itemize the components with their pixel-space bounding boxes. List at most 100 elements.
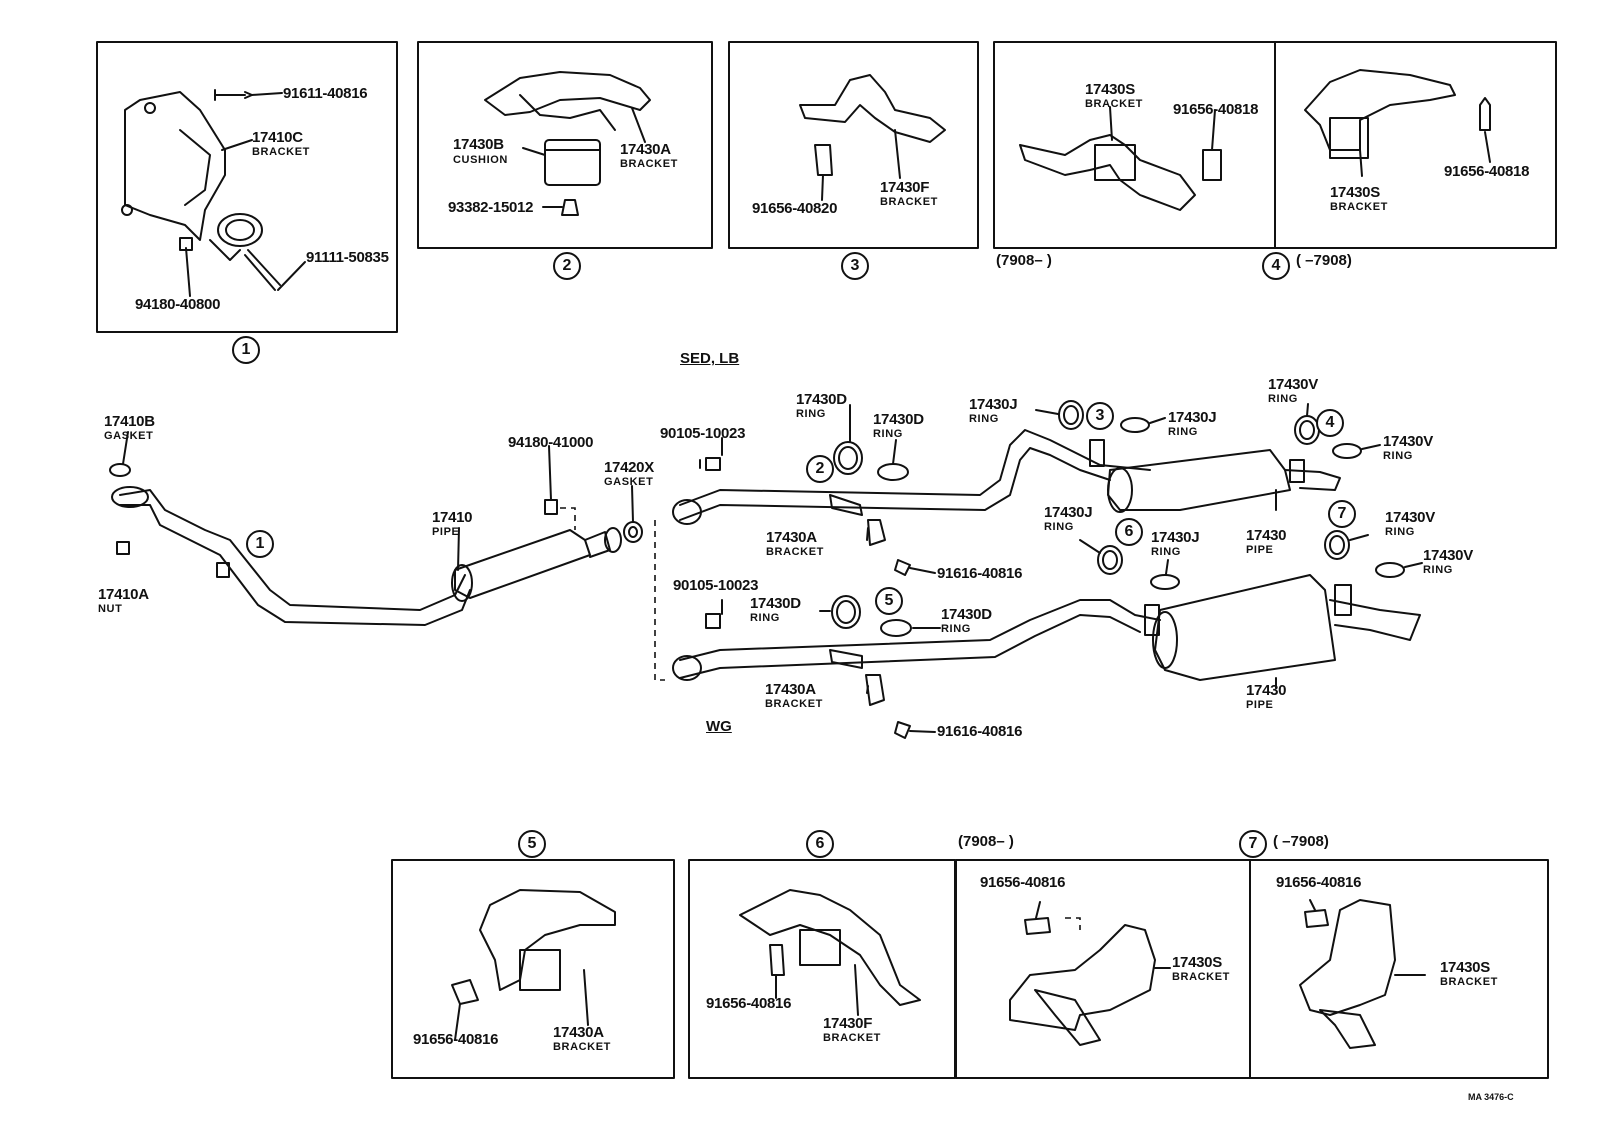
callout-7-detail: 7 — [1239, 830, 1267, 858]
sublabel-pipe-17430-upper: PIPE — [1246, 544, 1274, 556]
sublabel-bracket-17430s-box7-left: BRACKET — [1172, 971, 1230, 983]
label-17430f-box3: 17430F — [880, 179, 930, 196]
bracket-17430s-detail-left-art — [1009, 924, 1156, 1031]
sublabel-bracket-17430a-box5: BRACKET — [553, 1041, 611, 1053]
label-91111-50835: 91111-50835 — [306, 249, 389, 266]
label-17430v-upper-2: 17430V — [1383, 433, 1433, 450]
label-90105-10023-upper: 90105-10023 — [660, 425, 746, 442]
detail-box-2 — [417, 41, 713, 249]
bracket-17430s-left-art — [1019, 134, 1196, 211]
gasket-17410b-art — [109, 463, 131, 477]
serial-range-box7-right: ( –7908) — [1273, 833, 1329, 850]
sublabel-nut: NUT — [98, 603, 123, 615]
callout-1-main: 1 — [246, 530, 274, 558]
sublabel-bracket-17430s-box7-right: BRACKET — [1440, 976, 1498, 988]
label-17430v-lower-2: 17430V — [1423, 547, 1473, 564]
callout-5-main: 5 — [875, 587, 903, 615]
label-91656-40818-right: 91656-40818 — [1444, 163, 1530, 180]
label-17430a-box2: 17430A — [620, 141, 671, 158]
label-17410b: 17410B — [104, 413, 155, 430]
sublabel-ring-17430d-lower-1: RING — [750, 612, 780, 624]
label-17430j-upper-1: 17430J — [969, 396, 1018, 413]
diagram-code: MA 3476-C — [1468, 1092, 1514, 1102]
serial-range-box4-left: (7908– ) — [996, 252, 1052, 269]
bracket-17430s-detail-right-art — [1299, 899, 1396, 1016]
sublabel-ring-17430j-upper-2: RING — [1168, 426, 1198, 438]
sublabel-gasket-17420x: GASKET — [604, 476, 654, 488]
label-17430v-upper-1: 17430V — [1268, 376, 1318, 393]
label-94180-40800: 94180-40800 — [135, 296, 221, 313]
bracket-17430f-art — [799, 74, 946, 143]
callout-6-main: 6 — [1115, 518, 1143, 546]
sublabel-ring-17430v-lower-1: RING — [1385, 526, 1415, 538]
sublabel-pipe-17410: PIPE — [432, 526, 460, 538]
sublabel-ring-17430j-lower-1: RING — [1044, 521, 1074, 533]
label-17430f-box6: 17430F — [823, 1015, 873, 1032]
callout-6-detail: 6 — [806, 830, 834, 858]
clamp-art — [217, 213, 263, 247]
label-17430j-upper-2: 17430J — [1168, 409, 1217, 426]
callout-4-detail: 4 — [1262, 252, 1290, 280]
serial-range-box4-right: ( –7908) — [1296, 252, 1352, 269]
bracket-17430a-art — [484, 71, 651, 116]
label-91656-40818-left: 91656-40818 — [1173, 101, 1259, 118]
callout-7-main: 7 — [1328, 500, 1356, 528]
label-17430s-box7-left: 17430S — [1172, 954, 1222, 971]
label-17430v-lower-1: 17430V — [1385, 509, 1435, 526]
sublabel-ring-17430j-upper-1: RING — [969, 413, 999, 425]
detail-box-5 — [391, 859, 675, 1079]
sublabel-bracket-17430a-upper: BRACKET — [766, 546, 824, 558]
sublabel-ring-17430v-upper-2: RING — [1383, 450, 1413, 462]
label-17430s-box7-right: 17430S — [1440, 959, 1490, 976]
muffler-wg-art — [1154, 574, 1336, 681]
cushion-17430b-art — [544, 139, 601, 186]
detail-box-7 — [955, 859, 1549, 1079]
label-17420x: 17420X — [604, 459, 654, 476]
label-17430b: 17430B — [453, 136, 504, 153]
label-91656-40816-box5: 91656-40816 — [413, 1031, 499, 1048]
label-17430a-lower: 17430A — [765, 681, 816, 698]
label-17430d-upper-1: 17430D — [796, 391, 847, 408]
label-91616-40816-lower: 91616-40816 — [937, 723, 1023, 740]
label-17430d-lower-1: 17430D — [750, 595, 801, 612]
sublabel-bracket-17430s-box4-right: BRACKET — [1330, 201, 1388, 213]
sublabel-bracket-17430f-box6: BRACKET — [823, 1032, 881, 1044]
front-pipe-art — [119, 489, 466, 611]
sublabel-gasket-17410b: GASKET — [104, 430, 154, 442]
callout-2-main: 2 — [806, 455, 834, 483]
label-17410a: 17410A — [98, 586, 149, 603]
section-title-wg: WG — [706, 718, 732, 735]
bracket-17430a-detail-art — [479, 889, 616, 991]
label-17430a-box5: 17430A — [553, 1024, 604, 1041]
label-91611-40816: 91611-40816 — [283, 85, 368, 102]
label-91656-40816-box7-right: 91656-40816 — [1276, 874, 1362, 891]
label-17410: 17410 — [432, 509, 473, 526]
muffler-sed-art — [1107, 449, 1291, 511]
label-17430s-box4-right: 17430S — [1330, 184, 1380, 201]
callout-2-detail: 2 — [553, 252, 581, 280]
detail-box-6 — [688, 859, 956, 1079]
label-17430a-upper: 17430A — [766, 529, 817, 546]
label-94180-41000: 94180-41000 — [508, 434, 594, 451]
bracket-17410c-art — [124, 91, 226, 241]
label-93382-15012: 93382-15012 — [448, 199, 534, 216]
serial-range-box7-left: (7908– ) — [958, 833, 1014, 850]
label-17430j-lower-2: 17430J — [1151, 529, 1200, 546]
bracket-17430f-detail-art — [739, 889, 921, 1006]
callout-4-main: 4 — [1316, 409, 1344, 437]
nut-17410a-art — [116, 541, 130, 555]
section-title-sed-lb: SED, LB — [680, 350, 740, 367]
sublabel-bracket-17410c: BRACKET — [252, 146, 310, 158]
callout-3-main: 3 — [1086, 402, 1114, 430]
sublabel-cushion: CUSHION — [453, 154, 508, 166]
detail-box-3 — [728, 41, 979, 249]
label-17430j-lower-1: 17430J — [1044, 504, 1093, 521]
label-91656-40816-box7-left: 91656-40816 — [980, 874, 1066, 891]
gasket-17420x-art — [623, 521, 643, 543]
callout-5-detail: 5 — [518, 830, 546, 858]
tailpipe-sed-art — [679, 429, 1151, 506]
sublabel-bracket-17430a-box2: BRACKET — [620, 158, 678, 170]
bracket-17430s-right-art — [1304, 69, 1456, 151]
